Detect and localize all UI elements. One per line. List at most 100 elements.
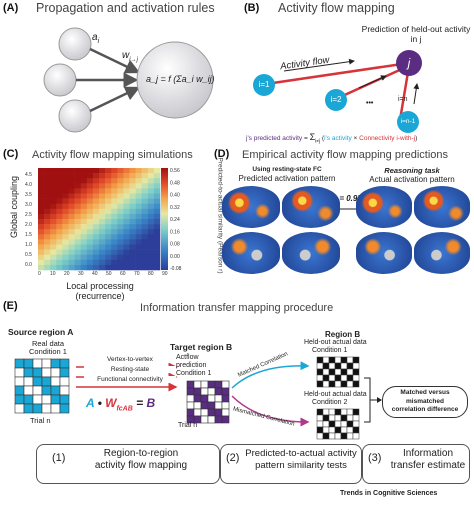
heatmap-cell [105,178,112,184]
flow-arrow-2 [358,75,387,89]
grid-cell [316,426,324,434]
heatmap-cell [135,224,142,230]
heatmap-cell [80,234,88,240]
heatmap-cell [44,203,51,210]
heatmap-cell [123,249,130,255]
heatmap-cell [129,259,136,266]
heatmap-cell [38,254,45,261]
grid-cell [340,356,348,364]
heatmap-cell [56,259,63,266]
colorbar-tick: 0.56 [170,168,180,174]
grid-cell [14,367,25,378]
grid-cell [214,408,223,417]
heatmap-cell [153,259,161,266]
heatmap-cell [80,193,88,199]
heatmap-cell [68,188,75,194]
arrow-label-2: Resting-state [84,366,176,373]
heatmap-cell [129,224,136,230]
colorbar-tick: 0.40 [170,193,180,199]
region-b-title: Region B [325,330,361,339]
heatmap-cell [68,234,75,240]
heatmap-cell [38,234,45,240]
grid-cell [23,394,34,405]
grid-cell [346,374,354,382]
grid-cell [32,376,43,387]
target-data-grid [186,380,230,424]
panel-a-label: (A) [3,2,19,14]
grid-cell [59,367,70,378]
heatmap-cell [147,249,155,255]
grid-cell [340,432,348,440]
heatmap-cell [153,219,161,225]
grid-cell [59,403,70,414]
heatmap-cell [153,173,161,179]
grid-cell [41,358,52,369]
heatmap-cell [111,254,118,261]
grid-cell [340,420,348,428]
heatmap-cell [123,219,130,225]
heatmap-cell [105,264,112,271]
grid-cell [207,401,216,410]
heatmap-cell [68,219,75,225]
result-bracket [364,377,382,423]
grid-cell [322,432,330,440]
heatmap-cell [105,173,112,179]
heatmap-cell [80,173,88,179]
x-tick: 60 [120,271,126,277]
heatmap-cell [99,254,106,261]
grid-cell [352,414,360,422]
heatmap-cell [80,254,88,261]
heatmap-cell [99,259,106,266]
grid-cell [193,408,202,417]
heatmap-cell [123,168,130,174]
heatmap-cell [74,219,81,225]
heatmap-cell [38,219,45,225]
heatmap-cell [117,219,124,225]
heatmap-cell [117,203,124,210]
grid-cell [32,367,43,378]
y-tick: 4.0 [25,182,32,188]
grid-cell [328,414,336,422]
heatmap-cell [38,178,45,184]
colorbar-tick: 0.08 [170,242,180,248]
heatmap-cell [80,224,88,230]
heatmap-cell [86,173,94,179]
heatmap-cell [74,244,81,250]
grid-cell [346,420,354,428]
grid-cell [334,380,342,388]
source-trial-label: Trial n [30,416,51,425]
grid-cell [214,387,223,396]
heatmap-cell [153,234,161,240]
heatmap-cell [153,178,161,184]
heatmap-cell [105,203,112,210]
grid-cell [207,380,216,389]
predicted-subtitle: Predicted activation pattern [238,174,336,183]
grid-cell [186,387,195,396]
node-i1 [253,74,275,96]
heatmap-cell [62,224,69,230]
grid-cell [50,394,61,405]
heatmap-cell [141,254,149,261]
heatmap-cell [86,224,94,230]
grid-cell [328,380,336,388]
heatmap-cell [147,168,155,174]
heatmap-cell [129,178,136,184]
colorbar-tick: 0.00 [170,254,180,260]
heatmap-cell [147,244,155,250]
heatmap-cell [86,239,94,245]
heatmap-cell [68,259,75,266]
heatmap-cell [111,224,118,230]
heatmap-cell [74,229,81,235]
colorbar-tick: 0.16 [170,229,180,235]
grid-cell [334,374,342,382]
grid-cell [346,432,354,440]
grid-cell [346,356,354,364]
heldout-cond2-label: Condition 2 [312,399,348,406]
node-in1 [397,111,419,133]
heatmap-cell [38,183,45,189]
grid-cell [328,420,336,428]
heatmap-cell [74,208,81,215]
grid-cell [352,380,360,388]
heatmap-xlabel: Local processing(recurrence) [66,281,134,301]
